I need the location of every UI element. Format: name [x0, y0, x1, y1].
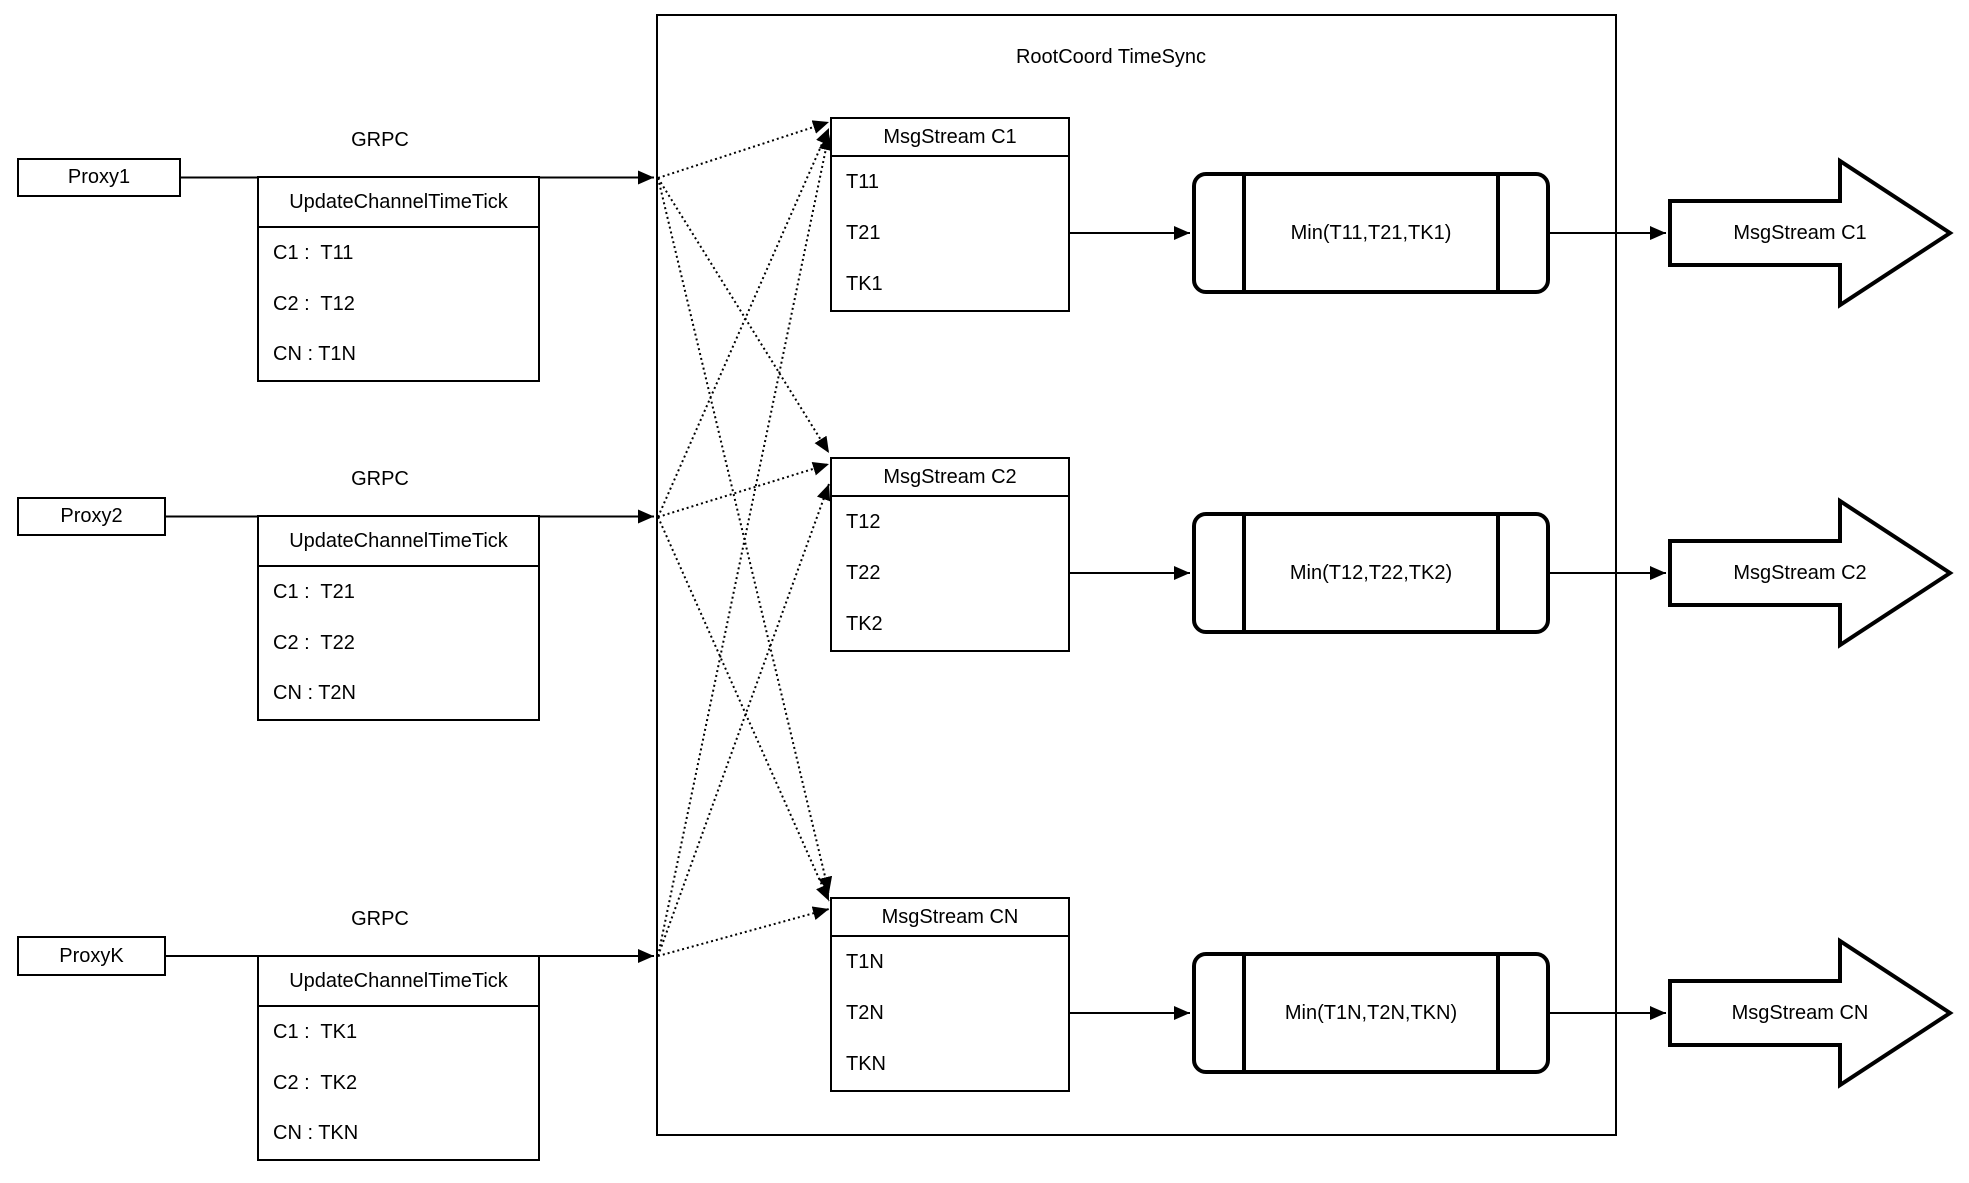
tick-table-row: C2 : T22 — [273, 631, 355, 654]
min-node-1: Min(T11,T21,TK1) — [1192, 172, 1550, 294]
stream-table-header: MsgStream C2 — [832, 459, 1068, 497]
stream-table-row: TK2 — [846, 613, 883, 635]
tick-table-row: C1 : TK1 — [273, 1020, 358, 1043]
proxy1-box: Proxy1 — [17, 158, 181, 197]
min-node-divider — [1496, 176, 1500, 290]
output-arrow-label-3: MsgStream CN — [1731, 1002, 1869, 1024]
rootcoord-timesync-title: RootCoord TimeSync — [1015, 46, 1207, 68]
update-channel-timetick-table-3: UpdateChannelTimeTick C1 : TK1 C2 : TK2 … — [257, 955, 540, 1161]
stream-table-header: MsgStream CN — [832, 899, 1068, 937]
stream-table-row: T2N — [846, 1002, 884, 1024]
grpc-label-1: GRPC — [351, 129, 409, 151]
tick-table-row: C1 : T11 — [273, 241, 354, 264]
min-node-label: Min(T11,T21,TK1) — [1290, 221, 1452, 244]
min-node-divider — [1242, 176, 1246, 290]
tick-table-header: UpdateChannelTimeTick — [259, 178, 538, 228]
output-arrow-label-1: MsgStream C1 — [1733, 222, 1867, 244]
tick-table-row: C2 : T12 — [273, 292, 355, 315]
stream-table-row: TKN — [846, 1053, 886, 1075]
min-node-divider — [1242, 956, 1246, 1070]
min-node-2: Min(T12,T22,TK2) — [1192, 512, 1550, 634]
min-node-divider — [1242, 516, 1246, 630]
min-node-3: Min(T1N,T2N,TKN) — [1192, 952, 1550, 1074]
msgstream-c1-table: MsgStream C1 T11 T21 TK1 — [830, 117, 1070, 312]
stream-table-header: MsgStream C1 — [832, 119, 1068, 157]
rootcoord-timesync-box — [656, 14, 1617, 1136]
grpc-label-2: GRPC — [351, 468, 409, 490]
stream-table-row: T21 — [846, 222, 881, 244]
tick-table-row: CN : T1N — [273, 343, 356, 366]
min-node-label: Min(T1N,T2N,TKN) — [1284, 1001, 1458, 1024]
stream-table-row: TK1 — [846, 273, 883, 295]
min-node-divider — [1496, 516, 1500, 630]
tick-table-row: C2 : TK2 — [273, 1071, 358, 1094]
grpc-label-3: GRPC — [351, 908, 409, 930]
update-channel-timetick-table-2: UpdateChannelTimeTick C1 : T21 C2 : T22 … — [257, 515, 540, 721]
tick-table-row: CN : T2N — [273, 682, 356, 705]
msgstream-cn-table: MsgStream CN T1N T2N TKN — [830, 897, 1070, 1092]
stream-table-row: T1N — [846, 951, 884, 973]
stream-table-row: T22 — [846, 562, 881, 584]
tick-table-row: C1 : T21 — [273, 580, 355, 603]
update-channel-timetick-table-1: UpdateChannelTimeTick C1 : T11 C2 : T12 … — [257, 176, 540, 382]
proxyk-box: ProxyK — [17, 936, 166, 976]
tick-table-header: UpdateChannelTimeTick — [259, 957, 538, 1007]
min-node-label: Min(T12,T22,TK2) — [1289, 561, 1453, 584]
stream-table-row: T12 — [846, 511, 881, 533]
output-arrow-label-2: MsgStream C2 — [1733, 562, 1867, 584]
min-node-divider — [1496, 956, 1500, 1070]
tick-table-row: CN : TKN — [273, 1122, 359, 1145]
proxy2-box: Proxy2 — [17, 497, 166, 536]
stream-table-row: T11 — [846, 171, 879, 193]
msgstream-c2-table: MsgStream C2 T12 T22 TK2 — [830, 457, 1070, 652]
tick-table-header: UpdateChannelTimeTick — [259, 517, 538, 567]
